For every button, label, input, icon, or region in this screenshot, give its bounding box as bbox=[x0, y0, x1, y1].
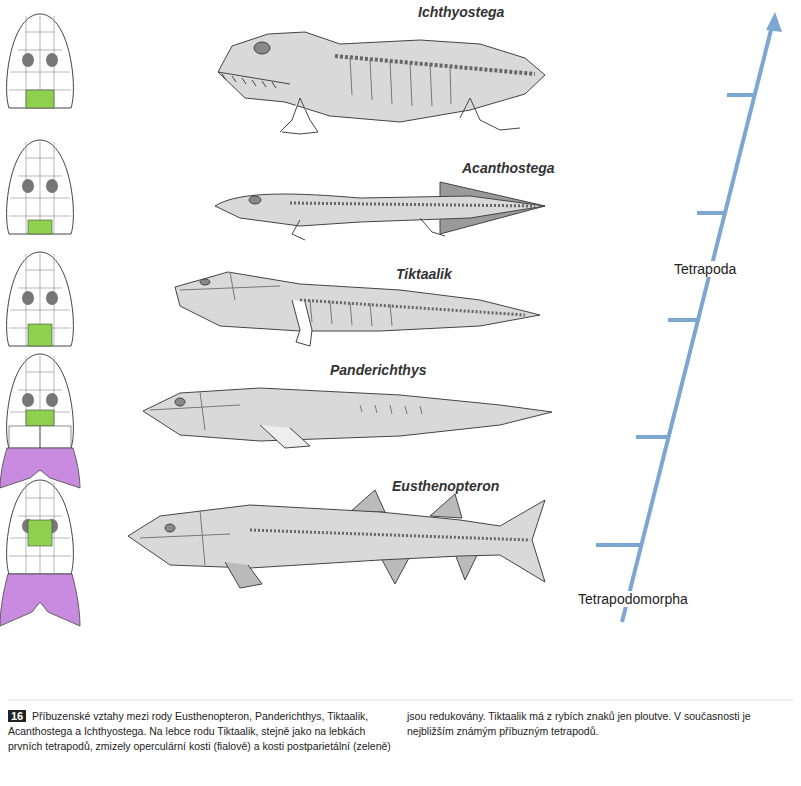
clade-name: Tetrapodomorpha bbox=[576, 591, 690, 607]
figure-number: 16 bbox=[8, 710, 26, 722]
clade-name: Tetrapoda bbox=[672, 261, 738, 277]
genus-name: Panderichthys bbox=[330, 362, 426, 378]
genus-name: Eusthenopteron bbox=[392, 478, 499, 494]
genus-name: Tiktaalik bbox=[396, 266, 452, 282]
figure-caption: Příbuzenské vztahy mezi rody Eusthenopte… bbox=[8, 709, 792, 754]
genus-name: Acanthostega bbox=[462, 160, 555, 176]
genus-name: Ichthyostega bbox=[418, 4, 504, 20]
